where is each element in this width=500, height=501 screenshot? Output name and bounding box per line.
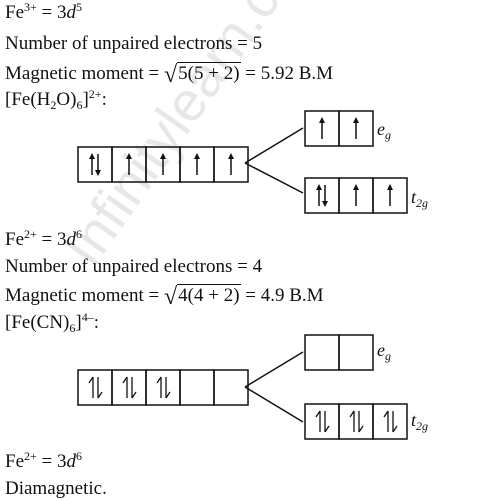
orbital-box bbox=[179, 146, 215, 183]
fe3-config: Fe3+ = 3d5 bbox=[5, 0, 82, 24]
magnetic-moment-label: Magnetic moment = bbox=[5, 63, 164, 84]
electron-count: 6 bbox=[76, 227, 82, 241]
ion-charge: 2+ bbox=[24, 449, 37, 463]
electron-count: 5 bbox=[76, 0, 82, 14]
formula-part: [Fe(CN) bbox=[5, 312, 70, 333]
orbital-box bbox=[338, 334, 374, 371]
orbital-box bbox=[304, 177, 340, 214]
label-main: e bbox=[377, 119, 385, 139]
complex-charge: 2+ bbox=[88, 87, 102, 101]
orbital-box bbox=[145, 146, 181, 183]
eg-label-2: eg bbox=[377, 340, 391, 363]
orbital-box bbox=[338, 177, 374, 214]
t2g-orbitals-2 bbox=[304, 403, 408, 440]
equals: = 3 bbox=[36, 451, 67, 472]
ion-symbol: Fe bbox=[5, 229, 24, 250]
radical-sign: √ bbox=[164, 284, 178, 310]
complex-charge: 4– bbox=[81, 310, 94, 324]
complex-formula-2: [Fe(CN)6]4–: bbox=[5, 310, 99, 335]
radicand: 5(5 + 2) bbox=[177, 62, 241, 84]
t2g-label-1: t2g bbox=[411, 187, 429, 210]
orbital-box bbox=[338, 110, 374, 147]
diamagnetic-line: Diamagnetic. bbox=[5, 478, 107, 499]
equals: = 3 bbox=[36, 2, 67, 23]
orbital-letter: d bbox=[66, 451, 77, 472]
radicand: 4(4 + 2) bbox=[177, 284, 241, 306]
eg-orbitals-2 bbox=[304, 334, 374, 371]
orbital-box bbox=[304, 403, 340, 440]
orbital-box bbox=[77, 146, 113, 183]
magnetic-moment-value: = 4.9 B.M bbox=[240, 285, 324, 306]
split-line-eg-2 bbox=[244, 351, 304, 388]
complex-formula-1: [Fe(H2O)6]2+: bbox=[5, 87, 107, 112]
orbital-box bbox=[77, 369, 113, 406]
formula-part: [Fe(H bbox=[5, 89, 51, 110]
formula-subscript: 2 bbox=[50, 98, 57, 112]
free-ion-orbitals-1 bbox=[77, 146, 249, 183]
split-line-eg-1 bbox=[244, 127, 304, 164]
free-ion-orbitals-2 bbox=[77, 369, 249, 406]
fe2-config-1: Fe2+ = 3d6 bbox=[5, 227, 82, 251]
formula-subscript: 6 bbox=[69, 321, 76, 335]
orbital-box bbox=[338, 403, 374, 440]
square-root: √4(4 + 2) bbox=[164, 284, 241, 310]
eg-label-1: eg bbox=[377, 119, 391, 142]
label-main: t bbox=[411, 410, 417, 430]
ion-charge: 2+ bbox=[24, 227, 37, 241]
orbital-box bbox=[111, 146, 147, 183]
ion-symbol: Fe bbox=[5, 451, 24, 472]
magnetic-moment-1: Magnetic moment = √5(5 + 2) = 5.92 B.M bbox=[5, 62, 334, 88]
formula-part: O) bbox=[56, 89, 77, 110]
equals: = 3 bbox=[36, 229, 67, 250]
magnetic-moment-value: = 5.92 B.M bbox=[240, 63, 334, 84]
label-main: e bbox=[377, 340, 385, 360]
t2g-label-2: t2g bbox=[411, 410, 429, 433]
ion-symbol: Fe bbox=[5, 2, 24, 23]
label-subscript: g bbox=[385, 349, 391, 363]
label-subscript: g bbox=[385, 128, 391, 142]
radical-sign: √ bbox=[164, 62, 178, 88]
label-subscript: 2g bbox=[416, 419, 429, 433]
orbital-box bbox=[304, 334, 340, 371]
orbital-box bbox=[145, 369, 181, 406]
label-subscript: 2g bbox=[416, 196, 429, 210]
orbital-letter: d bbox=[66, 229, 77, 250]
magnetic-moment-label: Magnetic moment = bbox=[5, 285, 164, 306]
electron-count: 6 bbox=[76, 449, 82, 463]
ion-charge: 3+ bbox=[24, 0, 37, 14]
orbital-box bbox=[213, 369, 249, 406]
formula-subscript: 6 bbox=[76, 98, 83, 112]
orbital-box bbox=[372, 177, 408, 214]
split-line-t2g-1 bbox=[244, 162, 304, 194]
orbital-box bbox=[213, 146, 249, 183]
formula-part: ] bbox=[75, 312, 82, 333]
unpaired-electrons-2: Number of unpaired electrons = 4 bbox=[5, 256, 263, 277]
eg-orbitals-1 bbox=[304, 110, 374, 147]
magnetic-moment-2: Magnetic moment = √4(4 + 2) = 4.9 B.M bbox=[5, 284, 324, 310]
colon: : bbox=[101, 89, 107, 110]
colon: : bbox=[93, 312, 99, 333]
orbital-box bbox=[111, 369, 147, 406]
formula-part: ] bbox=[82, 89, 89, 110]
unpaired-electrons-1: Number of unpaired electrons = 5 bbox=[5, 33, 263, 54]
fe2-config-2: Fe2+ = 3d6 bbox=[5, 449, 82, 473]
split-line-t2g-2 bbox=[244, 386, 304, 423]
orbital-letter: d bbox=[66, 2, 77, 23]
orbital-box bbox=[372, 403, 408, 440]
orbital-box bbox=[179, 369, 215, 406]
square-root: √5(5 + 2) bbox=[164, 62, 241, 88]
t2g-orbitals-1 bbox=[304, 177, 408, 214]
label-main: t bbox=[411, 187, 417, 207]
orbital-box bbox=[304, 110, 340, 147]
